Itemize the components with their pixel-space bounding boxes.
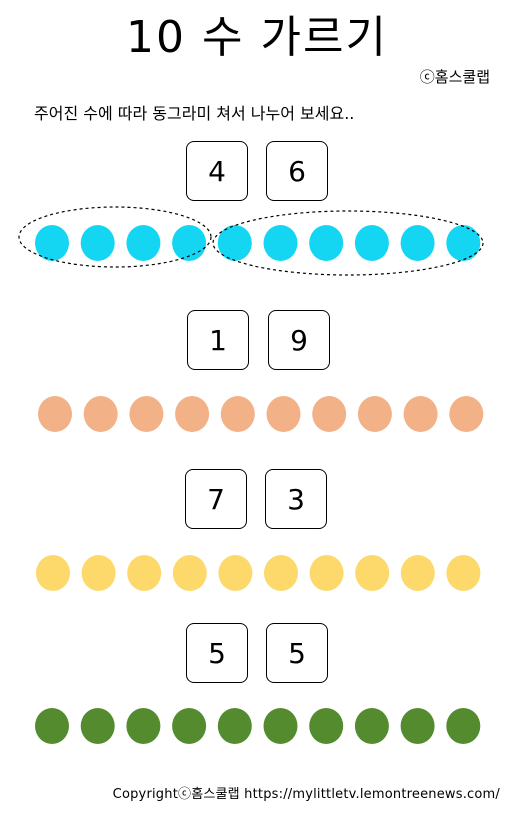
counting-dot [403,396,438,432]
counting-dot [357,396,392,432]
counting-dot [129,396,164,432]
counting-dot [80,708,115,744]
answer-circles [18,206,484,276]
problem-4-right-number: 5 [266,623,328,683]
problem-1-left-number: 4 [186,141,248,201]
counting-dot [400,708,435,744]
counting-dot [446,708,481,744]
instruction-text: 주어진 수에 따라 동그라미 쳐서 나누어 보세요.. [34,104,355,123]
brand-mark: ⓒ홈스쿨랩 [419,68,490,86]
counting-dot [400,555,435,591]
dot-row-4 [35,708,481,744]
counting-dot [266,396,301,432]
counting-dot [263,225,298,261]
counting-dot [309,708,344,744]
answer-circle-left [18,206,212,268]
counting-dot [263,708,298,744]
counting-dot [83,396,118,432]
copyright-footer: Copyrightⓒ홈스쿨랩 https://mylittletv.lemont… [112,787,500,802]
counting-dot [446,225,481,261]
problem-3-left-number: 7 [185,469,247,529]
counting-dot [38,396,72,432]
counting-dot [264,555,298,591]
problem-2-left-number: 1 [187,310,249,370]
dot-row-3 [36,555,481,591]
counting-dot [172,708,207,744]
worksheet-title: 10 수 가르기 [126,12,388,63]
counting-dot [449,396,484,432]
counting-dot [172,555,207,591]
counting-dot [80,225,115,261]
counting-dot [309,555,344,591]
problem-1-right-number: 6 [266,141,328,201]
problem-3-right-number: 3 [265,469,327,529]
problem-4-left-number: 5 [186,623,248,683]
dot-row-1 [35,225,481,261]
counting-dot [172,225,207,261]
counting-dot [312,396,347,432]
counting-dot [220,396,255,432]
counting-dot [127,555,162,591]
counting-dot [36,555,70,591]
counting-dot [217,708,252,744]
counting-dot [35,708,69,744]
counting-dot [354,225,389,261]
counting-dot [354,708,389,744]
counting-dot [175,396,210,432]
counting-dot [446,555,481,591]
counting-dot [309,225,344,261]
counting-dot [355,555,390,591]
counting-dot [218,555,253,591]
counting-dot [81,555,116,591]
counting-dot [126,708,161,744]
counting-dot [217,225,252,261]
counting-dot [400,225,435,261]
dot-row-2 [38,396,484,432]
counting-dot [126,225,161,261]
answer-circle-right [212,210,484,276]
counting-dot [35,225,69,261]
problem-2-right-number: 9 [268,310,330,370]
